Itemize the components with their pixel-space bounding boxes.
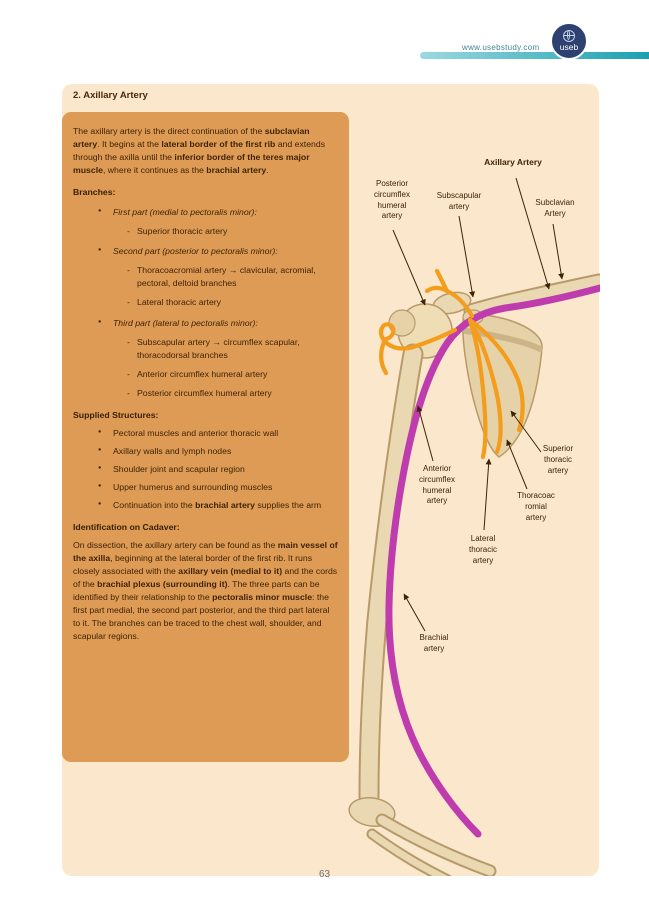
- branches-heading: Branches:: [73, 187, 116, 198]
- branches-list: First part (medial to pectoralis minor):…: [73, 206, 338, 400]
- supplied-item: Upper humerus and surrounding muscles: [98, 481, 338, 494]
- useb-logo: useb: [550, 22, 588, 60]
- branch-part-label: Second part (posterior to pectoralis min…: [113, 246, 278, 257]
- text-panel: The axillary artery is the direct contin…: [62, 112, 349, 762]
- branch-sub-list: Superior thoracic artery: [113, 225, 338, 238]
- branch-sub-item: Superior thoracic artery: [127, 225, 338, 238]
- page-number: 63: [318, 869, 331, 880]
- identification-paragraph: On dissection, the axillary artery can b…: [73, 540, 338, 642]
- branch-sub-item: Posterior circumflex humeral artery: [127, 387, 338, 400]
- supplied-item: Axillary walls and lymph nodes: [98, 445, 338, 458]
- supplied-item: Pectoral muscles and anterior thoracic w…: [98, 427, 338, 440]
- branch-part-item: First part (medial to pectoralis minor):…: [98, 206, 338, 238]
- header-rule: [420, 52, 649, 59]
- intro-paragraph: The axillary artery is the direct contin…: [73, 126, 326, 176]
- supplied-list: Pectoral muscles and anterior thoracic w…: [73, 427, 338, 512]
- branch-sub-item: Anterior circumflex humeral artery: [127, 368, 338, 381]
- branch-sub-list: Subscapular artery → circumflex scapular…: [113, 336, 338, 400]
- content-card: 2. Axillary Artery The axillary artery i…: [62, 84, 599, 876]
- section-title: 2. Axillary Artery: [73, 90, 148, 101]
- supplied-item: Continuation into the brachial artery su…: [98, 499, 338, 512]
- branch-part-item: Third part (lateral to pectoralis minor)…: [98, 317, 338, 400]
- branch-sub-item: Subscapular artery → circumflex scapular…: [127, 336, 338, 362]
- globe-icon: [563, 30, 575, 43]
- site-url: www.usebstudy.com: [462, 43, 540, 52]
- branch-sub-item: Lateral thoracic artery: [127, 296, 338, 309]
- logo-text: useb: [559, 42, 579, 53]
- supplied-heading: Supplied Structures:: [73, 409, 159, 420]
- branch-sub-item: Thoracoacromial artery → clavicular, acr…: [127, 264, 338, 290]
- identification-heading: Identification on Cadaver:: [73, 522, 180, 533]
- page-footer: 63: [0, 869, 649, 880]
- supplied-item: Shoulder joint and scapular region: [98, 463, 338, 476]
- branch-sub-list: Thoracoacromial artery → clavicular, acr…: [113, 264, 338, 309]
- branch-part-label: Third part (lateral to pectoralis minor)…: [113, 317, 258, 328]
- branch-part-item: Second part (posterior to pectoralis min…: [98, 245, 338, 309]
- branch-part-label: First part (medial to pectoralis minor):: [113, 207, 257, 218]
